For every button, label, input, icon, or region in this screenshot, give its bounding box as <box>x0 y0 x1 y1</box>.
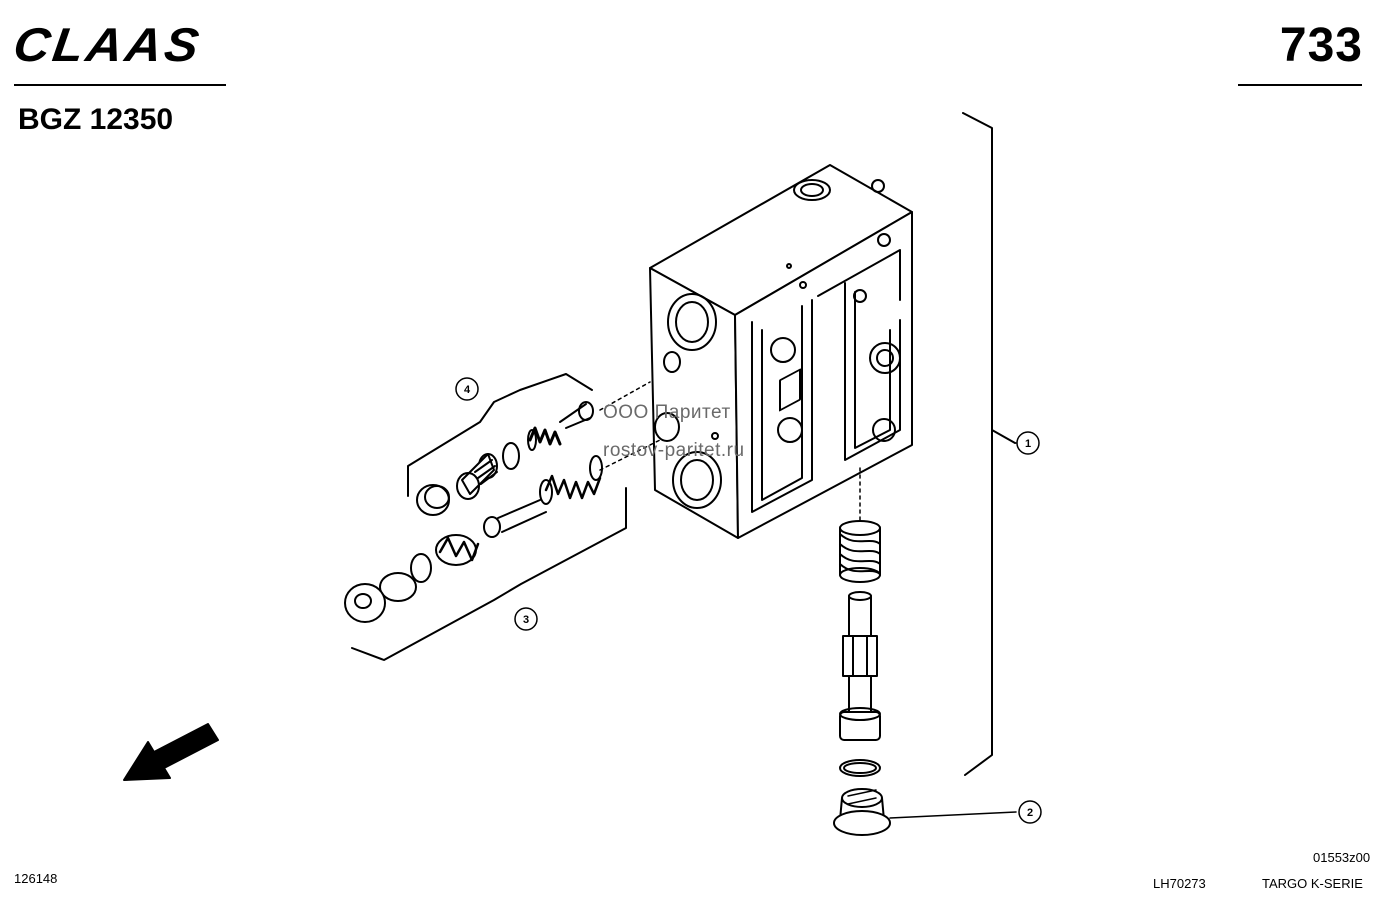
footer-series: TARGO K-SERIE <box>1262 876 1363 891</box>
footer-left-code: 126148 <box>14 871 58 886</box>
valve-block <box>649 164 913 539</box>
page-number: 733 <box>1279 19 1363 72</box>
callout-1: 1 <box>1016 431 1040 455</box>
callout-1-label: 1 <box>1025 438 1031 450</box>
callout-4-label: 4 <box>464 384 471 396</box>
watermark-line-2: rostov-paritet.ru <box>603 440 745 461</box>
footer-part-code: LH70273 <box>1153 876 1206 891</box>
callout-3: 3 <box>514 607 538 631</box>
direction-arrow-icon <box>123 723 219 781</box>
vertical-valve-assembly <box>833 467 891 836</box>
header-rule-right <box>1238 84 1362 86</box>
upper-valve-assembly <box>407 373 651 516</box>
callout-3-label: 3 <box>523 614 529 626</box>
lower-valve-assembly <box>344 439 661 661</box>
footer-image-code: 01553z00 <box>1313 850 1371 865</box>
callout-4: 4 <box>455 377 479 401</box>
bracket-item-1 <box>962 112 1016 444</box>
callout-2: 2 <box>1018 800 1042 824</box>
callout-2-label: 2 <box>1027 807 1033 819</box>
doc-code: BGZ 12350 <box>18 103 174 136</box>
header-rule-left <box>14 84 226 86</box>
watermark-line-1: ООО Паритет <box>603 402 731 423</box>
